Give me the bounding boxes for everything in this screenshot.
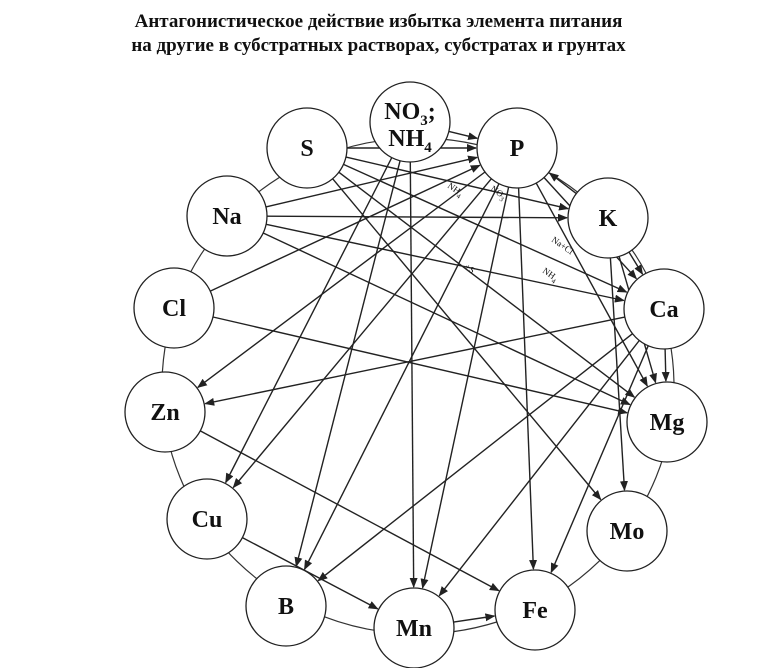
node-label: Fe [522,598,548,624]
edge-no3-to-cu [225,157,393,484]
node-label: Ca [649,297,678,323]
edge-na-to-ca [265,223,625,303]
node-fe: Fe [494,569,576,651]
node-label: S [300,136,313,162]
edge-p-to-cu [232,178,492,489]
edge-k-to-mo [609,257,628,492]
node-circle [186,175,268,257]
edge-ca-to-b [317,333,633,582]
node-s: S [266,107,348,189]
node-circle [494,569,576,651]
node-circle [166,478,248,560]
node-label: Cu [192,507,223,533]
node-p: P [476,107,558,189]
edge-cl-to-mg [212,316,629,415]
edge-no3-to-p [448,130,479,141]
edge-p-to-mg [535,182,648,387]
edge-mn-to-fe [453,613,496,623]
edge-s-to-mg [338,171,636,398]
edge-p-to-zn [197,171,486,388]
node-no3: NO3;NH4 [369,81,451,163]
node-circle [245,565,327,647]
edges-layer [197,130,670,623]
node-cl: Cl [133,267,215,349]
node-label: K [599,206,618,232]
node-circle [369,81,451,163]
edge-cl-to-p [210,164,481,292]
node-label: Mo [610,519,645,545]
title-line-2: на другие в субстратных растворах, субст… [131,35,626,56]
title-line-1: Антагонистическое действие избытка элеме… [134,11,623,32]
edge-k-to-ca [628,251,644,275]
node-mg: Mg [626,381,708,463]
node-label: P [510,136,525,162]
edge-label: +S [463,261,477,275]
node-circle [266,107,348,189]
node-k: K [567,177,649,259]
edge-ca-to-fe [550,345,649,574]
node-circle [586,490,668,572]
edge-na-to-k [266,213,568,222]
node-circle [373,587,455,668]
node-label: B [278,594,294,620]
edge-no3-to-b [294,160,401,568]
node-b: B [245,565,327,647]
node-ca: Ca [623,268,705,350]
node-label: Mn [396,616,432,642]
edge-label: Na+Cl [550,234,576,256]
node-label-line-1: NO3; [384,99,436,129]
edge-ca-to-mg [661,348,670,382]
node-circle [476,107,558,189]
node-circle [567,177,649,259]
edge-na-to-p [265,155,479,208]
edge-p-to-fe [517,187,538,570]
node-circle [623,268,705,350]
node-na: Na [186,175,268,257]
edge-na-to-mg [262,232,631,406]
node-zn: Zn [124,371,206,453]
diagram-title: Антагонистическое действие избытка элеме… [0,10,757,58]
node-mn: Mn [373,587,455,668]
edge-s-to-k [345,156,570,211]
edge-k-to-p [548,172,577,195]
node-label: Zn [150,400,179,426]
node-circle [124,371,206,453]
node-mo: Mo [586,490,668,572]
edge-zn-to-fe [199,430,500,592]
node-label: Mg [650,410,685,436]
edge-ca-to-mn [438,340,640,597]
node-circle [133,267,215,349]
edge-p-to-mn [420,186,510,589]
node-circle [626,381,708,463]
node-cu: Cu [166,478,248,560]
edge-no3-to-mn [409,161,418,588]
node-label: Na [212,204,241,230]
node-label: Cl [162,296,186,322]
edge-s-to-ca [343,163,628,293]
edge-p-to-b [303,183,500,571]
edge-ca-to-zn [204,316,625,406]
